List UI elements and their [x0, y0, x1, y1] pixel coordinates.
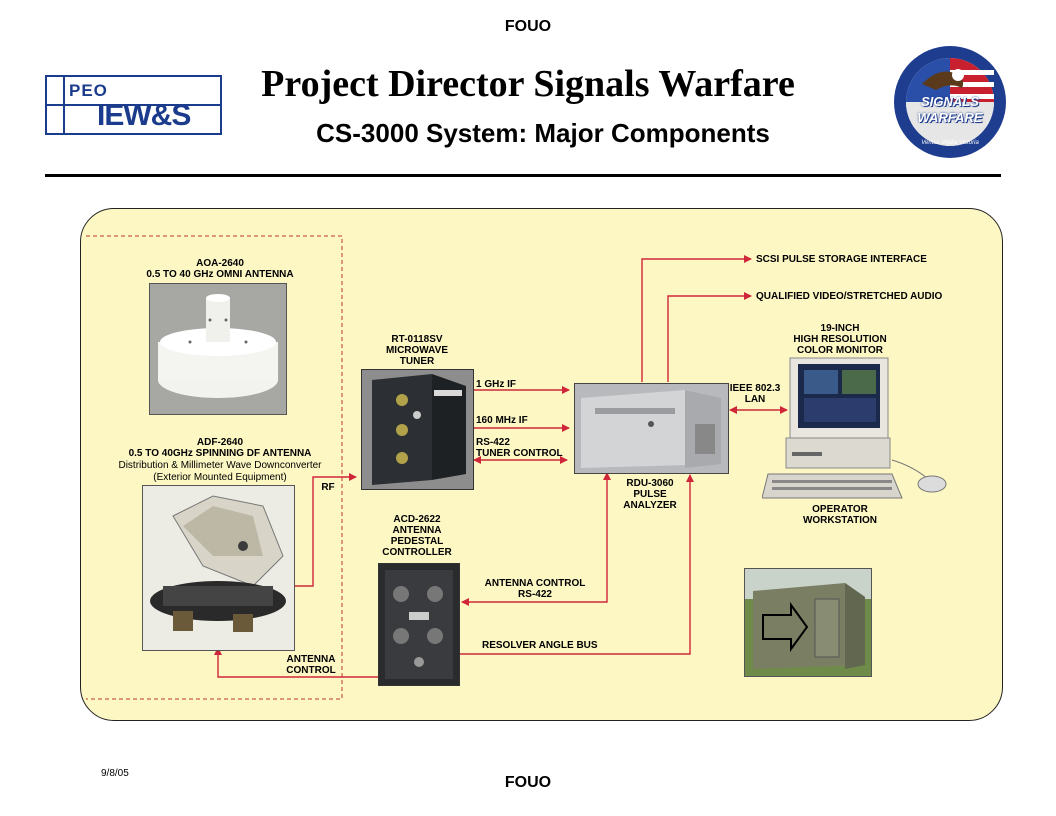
footer-date: 9/8/05 [101, 768, 129, 779]
signals-warfare-seal: SIGNALS WARFARE Veritas Vigilia Victoria [892, 44, 1008, 160]
ieee-lan-label: IEEE 802.3 LAN [729, 383, 781, 405]
df-antenna-image [142, 485, 295, 651]
seal-ring-text: Veritas Vigilia Victoria [921, 140, 979, 146]
seal-line2: WARFARE [917, 110, 983, 125]
video-line [667, 292, 752, 382]
video-label: QUALIFIED VIDEO/STRETCHED AUDIO [756, 291, 943, 302]
if1-label: 1 GHz IF [476, 379, 517, 390]
fouo-top: FOUO [504, 18, 552, 35]
page-title: Project Director Signals Warfare [261, 63, 795, 105]
antenna-control-line [214, 647, 378, 678]
pulse-analyzer-icon [575, 384, 728, 473]
pulse-analyzer-image [574, 383, 729, 474]
tuner-icon [362, 370, 473, 489]
antenna-control-label: ANTENNA CONTROL [286, 654, 336, 676]
adf-desc-label: 0.5 TO 40GHz SPINNING DF ANTENNA [128, 448, 312, 459]
rdu-label: RDU-3060 PULSE ANALYZER [623, 478, 677, 511]
peo-iews-logo: PEO IEW&S [45, 75, 222, 135]
scsi-label: SCSI PULSE STORAGE INTERFACE [756, 254, 927, 265]
monitor-label: 19-INCH HIGH RESOLUTION COLOR MONITOR [793, 323, 887, 356]
workstation-label: OPERATOR WORKSTATION [802, 504, 878, 526]
aoa-model-label: AOA-2640 [196, 258, 244, 269]
resolver-bus-label: RESOLVER ANGLE BUS [482, 640, 598, 651]
seal-graphic [894, 46, 1006, 158]
scsi-line [641, 255, 752, 382]
header-divider [45, 174, 1001, 177]
rt-tuner-label: RT-0118SV MICROWAVE TUNER [385, 334, 449, 367]
if160-label: 160 MHz IF [476, 415, 528, 426]
adf-note1-label: Distribution & Millimeter Wave Downconve… [118, 460, 322, 471]
antenna-control-rs422-label: ANTENNA CONTROL RS-422 [484, 578, 586, 600]
shelter-icon [745, 569, 871, 676]
shelter-image [744, 568, 872, 677]
rf-line [293, 473, 357, 587]
adf-note2-label: (Exterior Mounted Equipment) [153, 472, 287, 483]
aoa-desc-label: 0.5 TO 40 GHz OMNI ANTENNA [146, 269, 294, 280]
adf-model-label: ADF-2640 [196, 437, 244, 448]
rs422-tuner-label: RS-422 TUNER CONTROL [476, 437, 563, 459]
df-antenna-icon [143, 486, 294, 650]
controller-icon [379, 564, 459, 685]
resolver-bus-line [458, 474, 694, 655]
peo-logo-text: PEO [69, 81, 108, 100]
operator-workstation-image [762, 356, 952, 504]
omni-antenna-image [149, 283, 287, 415]
rf-label: RF [321, 482, 335, 493]
exterior-boundary [86, 235, 343, 700]
seal-line1: SIGNALS [921, 94, 979, 109]
pedestal-controller-image [378, 563, 460, 686]
page-subtitle: CS-3000 System: Major Components [316, 118, 770, 148]
workstation-icon [762, 357, 947, 499]
microwave-tuner-image [361, 369, 474, 490]
acd-label: ACD-2622 ANTENNA PEDESTAL CONTROLLER [382, 514, 452, 558]
antenna-control-rs422-line [461, 472, 611, 606]
fouo-bottom: FOUO [504, 774, 552, 791]
iews-logo-text: IEW&S [97, 99, 191, 132]
omni-antenna-icon [150, 284, 286, 414]
